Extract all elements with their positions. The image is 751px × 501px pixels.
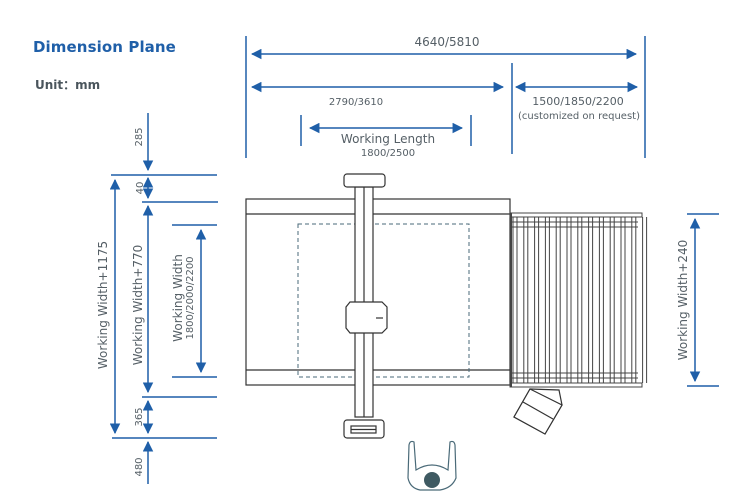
cutting-head	[345, 301, 388, 334]
working-width-label: Working Width	[171, 254, 185, 342]
unit-label: Unit：mm	[35, 78, 101, 92]
bed-length-label: 2790/3610	[329, 97, 383, 108]
bottom-rail-label: 365	[134, 407, 145, 426]
conveyor-length-label: 1500/1850/2200	[532, 95, 623, 108]
working-length-label: Working Length	[341, 132, 435, 146]
conveyor-bottom-frame	[509, 382, 643, 388]
working-width-value: 1800/2000/2200	[185, 256, 196, 339]
machine-bed	[245, 198, 511, 386]
horizontal-extension-lines	[245, 36, 646, 158]
overall-length-label: 4640/5810	[414, 35, 479, 49]
bed-width-label: Working Width+770	[131, 245, 145, 366]
working-length-value: 1800/2500	[361, 148, 415, 159]
working-area-outline	[297, 223, 470, 378]
conveyor	[509, 212, 648, 388]
gantry	[343, 173, 388, 439]
bed-outline	[245, 198, 511, 386]
bottom-clearance-label: 480	[134, 457, 145, 476]
conveyor-top-frame	[509, 212, 643, 218]
gantry-top-cap	[343, 173, 386, 188]
collection-bin	[513, 388, 563, 435]
diagram-title: Dimension Plane	[33, 38, 176, 56]
top-rail-label: 40	[135, 182, 146, 195]
operator-seat-icon	[407, 440, 457, 491]
conveyor-note-label: (customized on request)	[518, 111, 640, 122]
conveyor-width-label: Working Width+240	[676, 240, 690, 361]
total-width-label: Working Width+1175	[96, 241, 110, 369]
vertical-extension-lines	[111, 174, 719, 439]
top-clearance-label: 285	[134, 127, 145, 146]
